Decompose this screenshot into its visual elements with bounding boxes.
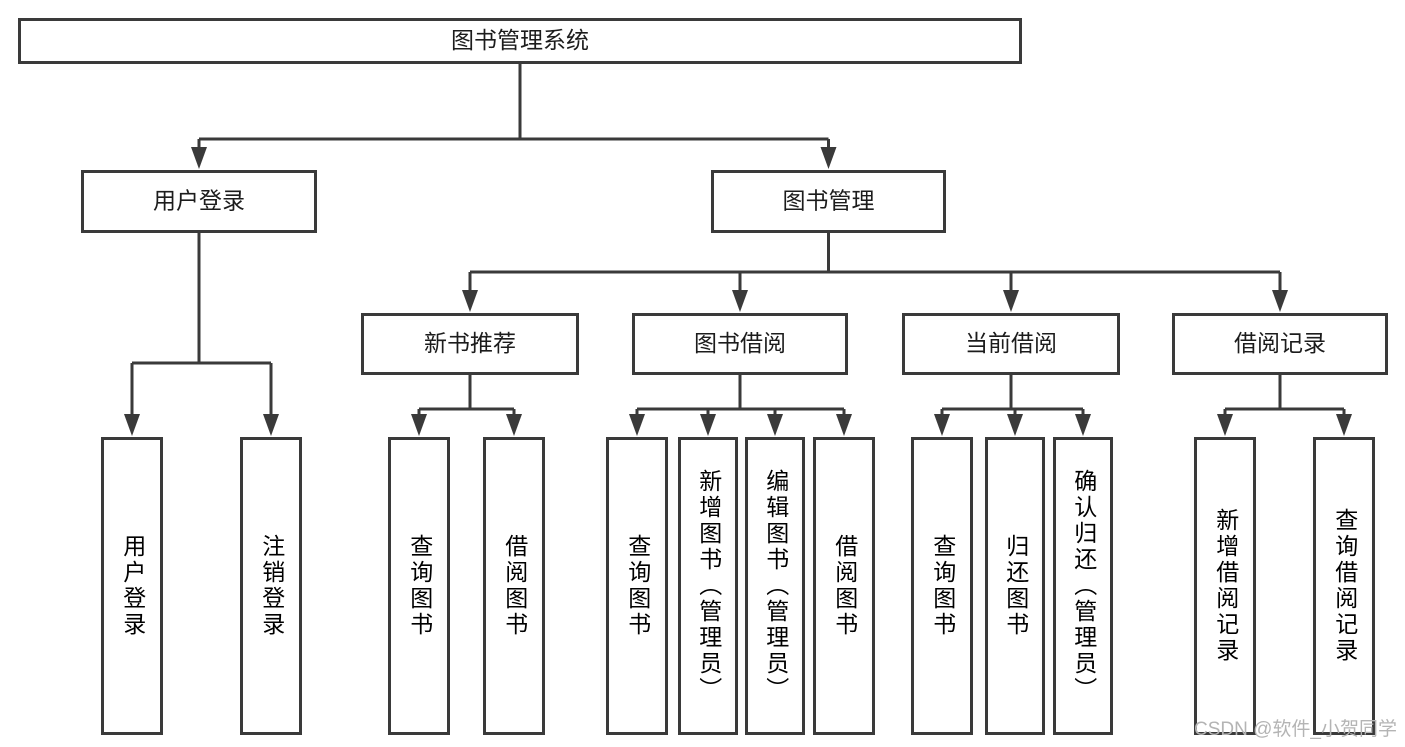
arrow-head-icon [1217, 414, 1233, 436]
arrow-head-icon [1075, 414, 1091, 436]
node-box-book-manage[interactable] [711, 170, 946, 233]
arrow-head-icon [767, 414, 783, 436]
node-box-leaf-user-login[interactable] [101, 437, 163, 735]
node-box-leaf-user-logout[interactable] [240, 437, 302, 735]
arrow-head-icon [629, 414, 645, 436]
node-box-book-borrow[interactable] [632, 313, 848, 375]
node-label-book-manage: 图书管理 [783, 188, 875, 214]
node-box-leaf-add-record[interactable] [1194, 437, 1256, 735]
node-box-leaf-query-book-1[interactable] [388, 437, 450, 735]
arrow-head-icon [700, 414, 716, 436]
arrow-head-icon [934, 414, 950, 436]
arrow-head-icon [506, 414, 522, 436]
arrow-head-icon [263, 414, 279, 436]
arrow-head-icon [191, 147, 207, 169]
node-box-current-borrow[interactable] [902, 313, 1120, 375]
node-box-root [18, 18, 1022, 64]
node-label-user-login: 用户登录 [153, 188, 245, 214]
node-box-leaf-query-book-3[interactable] [911, 437, 973, 735]
node-box-borrow-record[interactable] [1172, 313, 1388, 375]
arrow-head-icon [124, 414, 140, 436]
node-box-leaf-return-book[interactable] [985, 437, 1045, 735]
arrow-head-icon [1007, 414, 1023, 436]
node-box-user-login[interactable] [81, 170, 317, 233]
node-box-leaf-add-book[interactable] [678, 437, 738, 735]
node-box-leaf-confirm-return[interactable] [1053, 437, 1113, 735]
node-box-leaf-borrow-book-2[interactable] [813, 437, 875, 735]
node-box-leaf-borrow-book-1[interactable] [483, 437, 545, 735]
arrow-head-icon [836, 414, 852, 436]
arrow-head-icon [462, 290, 478, 312]
node-box-leaf-query-book-2[interactable] [606, 437, 668, 735]
node-box-leaf-query-record[interactable] [1313, 437, 1375, 735]
node-label-book-borrow: 图书借阅 [694, 330, 786, 356]
node-label-new-book-rec: 新书推荐 [424, 330, 516, 356]
node-box-new-book-rec[interactable] [361, 313, 579, 375]
node-label-borrow-record: 借阅记录 [1234, 330, 1326, 356]
arrow-head-icon [732, 290, 748, 312]
node-label-root: 图书管理系统 [451, 27, 589, 53]
arrow-head-icon [820, 147, 837, 169]
watermark-text: CSDN @软件_小贺同学 [1194, 719, 1397, 740]
arrow-head-icon [411, 414, 427, 436]
connectors-layer [124, 64, 1352, 436]
node-box-leaf-edit-book[interactable] [745, 437, 805, 735]
arrow-head-icon [1336, 414, 1352, 436]
arrow-head-icon [1003, 290, 1019, 312]
arrow-head-icon [1272, 290, 1288, 312]
node-label-current-borrow: 当前借阅 [965, 330, 1057, 356]
